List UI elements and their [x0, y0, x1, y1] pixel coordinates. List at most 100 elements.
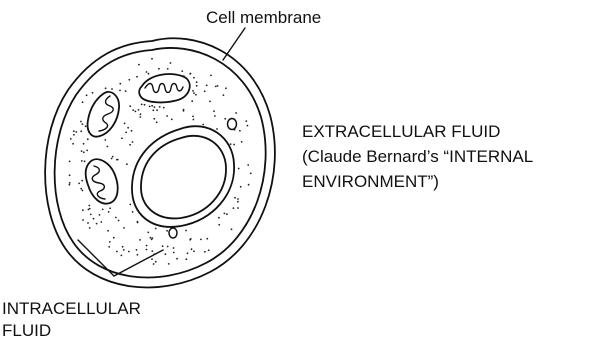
stipple-dot [156, 121, 158, 123]
stipple-dot [154, 106, 156, 108]
stipple-dot [153, 253, 155, 255]
vacuole-bottom [169, 228, 177, 238]
vacuole-right [228, 119, 237, 130]
stipple-dot [140, 113, 142, 115]
stipple-dot [138, 64, 140, 66]
stipple-dot [123, 227, 125, 229]
stipple-dot [80, 188, 82, 190]
stipple-dot [115, 217, 117, 219]
stipple-dot [69, 161, 71, 163]
stipple-dot [165, 253, 167, 255]
stipple-dot [218, 224, 220, 226]
stipple-dot [105, 87, 107, 89]
stipple-dot [155, 228, 157, 230]
stipple-dot [204, 251, 206, 253]
stipple-dot [158, 68, 160, 70]
stipple-dot [132, 109, 134, 111]
stipple-dot [69, 184, 71, 186]
stipple-dot [73, 134, 75, 136]
stipple-dot [138, 109, 140, 111]
stipple-dot [171, 119, 173, 121]
mitochondrion-left-lower [86, 159, 118, 203]
intracellular-fluid-label: INTRACELLULAR FLUID [2, 298, 141, 342]
stipple-dot [230, 143, 232, 145]
stipple-dot [202, 124, 204, 126]
stipple-dot [237, 207, 239, 209]
stipple-dot [166, 230, 168, 232]
stipple-dot [181, 70, 183, 72]
stipple-dot [241, 141, 243, 143]
stipple-dot [226, 213, 228, 215]
stipple-dot [237, 201, 239, 203]
stipple-dot [87, 138, 89, 140]
stipple-dot [119, 83, 121, 85]
stipple-dot [233, 144, 235, 146]
stipple-dot [131, 130, 133, 132]
stipple-dot [96, 223, 98, 225]
stipple-dot [78, 183, 80, 185]
stipple-dot [213, 110, 215, 112]
stipple-dot [109, 241, 111, 243]
stipple-dot [240, 186, 242, 188]
stipple-dot [151, 58, 153, 60]
stipple-dot [121, 137, 123, 139]
stipple-dot [192, 116, 194, 118]
stipple-dot [217, 85, 219, 87]
stipple-dot [247, 125, 249, 127]
stipple-dot [83, 151, 85, 153]
stipple-dot [148, 73, 150, 75]
stipple-dot [125, 132, 127, 134]
stipple-dot [193, 119, 195, 121]
stipple-dot [155, 261, 157, 263]
stipple-dot [162, 245, 164, 247]
stipple-dot [224, 213, 226, 215]
stipple-dot [119, 90, 121, 92]
stipple-dot [82, 190, 84, 192]
stipple-dot [206, 85, 208, 87]
stipple-dot [104, 139, 106, 141]
stipple-dot [185, 258, 187, 260]
stipple-dot [122, 246, 124, 248]
stipple-dot [151, 250, 153, 252]
stipple-dot [70, 138, 72, 140]
stipple-dot [239, 130, 241, 132]
stipple-dot [116, 159, 118, 161]
nucleus-outer [132, 126, 234, 227]
cytoplasm-stipple [69, 58, 252, 265]
extracellular-label-line-1: EXTRACELLULAR FLUID [302, 119, 533, 144]
stipple-dot [108, 211, 110, 213]
stipple-dot [135, 111, 137, 113]
stipple-dot [90, 214, 92, 216]
stipple-dot [129, 204, 131, 206]
intracellular-label-line-1: INTRACELLULAR [2, 298, 141, 320]
stipple-dot [176, 258, 178, 260]
stipple-dot [129, 105, 131, 107]
stipple-dot [75, 131, 77, 133]
stipple-dot [167, 68, 169, 70]
stipple-dot [151, 258, 153, 260]
stipple-dot [136, 76, 138, 78]
stipple-dot [183, 110, 185, 112]
intracellular-label-line-2: FLUID [2, 320, 141, 342]
stipple-dot [123, 249, 125, 251]
stipple-dot [151, 105, 153, 107]
stipple-dot [81, 160, 83, 162]
stipple-dot [234, 197, 236, 199]
stipple-dot [150, 237, 152, 239]
stipple-dot [167, 246, 169, 248]
stipple-dot [102, 209, 104, 211]
stipple-dot [163, 107, 165, 109]
stipple-dot [81, 150, 83, 152]
stipple-dot [92, 92, 94, 94]
stipple-dot [248, 184, 250, 186]
stipple-dot [218, 217, 220, 219]
stipple-dot [89, 227, 91, 229]
stipple-dot [137, 221, 139, 223]
stipple-dot [132, 211, 134, 213]
stipple-dot [206, 238, 208, 240]
stipple-dot [113, 237, 115, 239]
stipple-dot [237, 198, 239, 200]
stipple-dot [196, 85, 198, 87]
stipple-dot [132, 141, 134, 143]
